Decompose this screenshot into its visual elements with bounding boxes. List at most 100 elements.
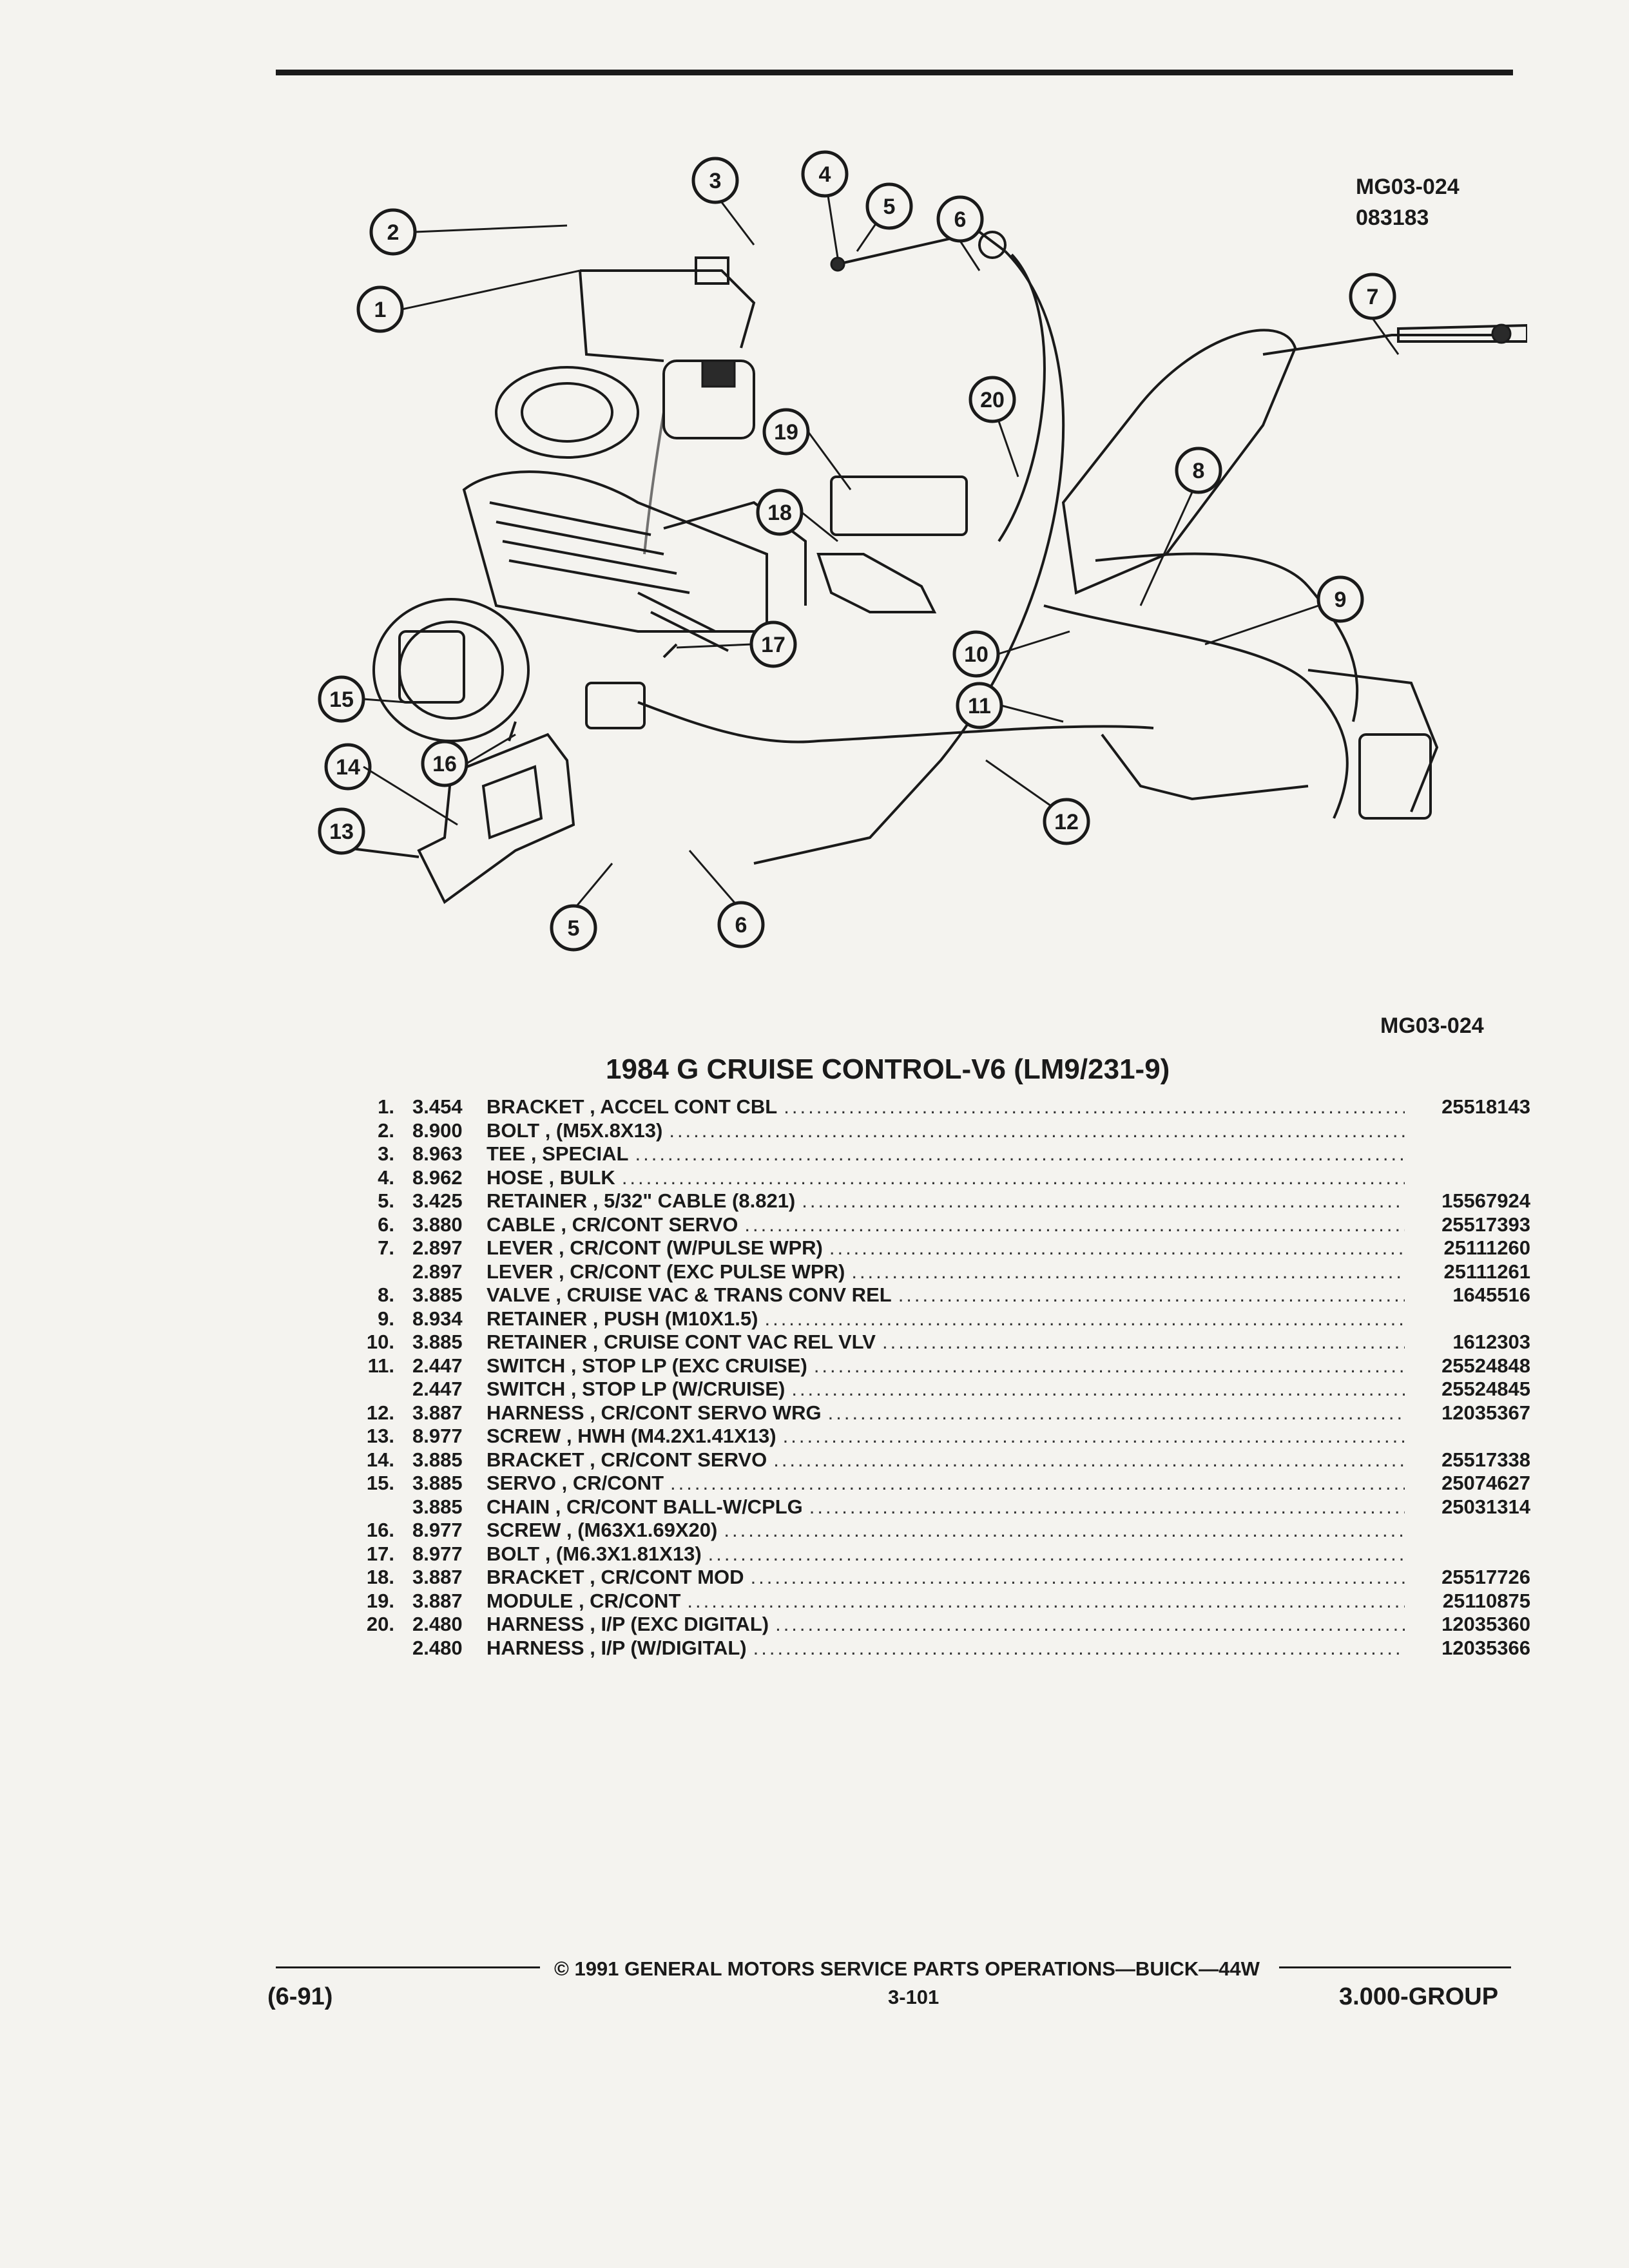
leader-dots bbox=[662, 1119, 1405, 1142]
svg-text:7: 7 bbox=[1367, 285, 1379, 309]
part-catalog-number: 25111261 bbox=[1443, 1260, 1530, 1283]
callout-12: 12 bbox=[1043, 798, 1090, 845]
part-sep: , bbox=[573, 1589, 590, 1612]
group-code: 2.447 bbox=[412, 1378, 463, 1400]
part-sep: , bbox=[553, 1260, 570, 1283]
group-code: 2.480 bbox=[412, 1636, 463, 1659]
part-desc: STOP LP (W/CRUISE) bbox=[582, 1378, 786, 1400]
figure-date-code: 083183 bbox=[1356, 206, 1429, 230]
part-description: BRACKET , CR/CONT SERVO bbox=[487, 1448, 1405, 1472]
footer-rule-left bbox=[276, 1966, 540, 1968]
group-code: 8.962 bbox=[412, 1166, 463, 1189]
svg-text:16: 16 bbox=[432, 752, 457, 776]
group-code: 2.897 bbox=[412, 1260, 463, 1283]
part-catalog-number: 25517393 bbox=[1441, 1213, 1530, 1236]
callout-11: 11 bbox=[956, 682, 1003, 729]
part-number-index: 10. bbox=[366, 1331, 394, 1353]
part-description: HARNESS , I/P (EXC DIGITAL) bbox=[487, 1613, 1405, 1636]
part-desc: I/P (W/DIGITAL) bbox=[601, 1636, 747, 1659]
callout-18: 18 bbox=[756, 488, 804, 536]
part-sep: , bbox=[587, 1307, 604, 1330]
part-number-index: 1. bbox=[378, 1095, 394, 1118]
part-number-index: 6. bbox=[378, 1213, 394, 1236]
wiring-harness bbox=[1043, 552, 1439, 820]
servo-bracket bbox=[417, 733, 575, 905]
part-sep: , bbox=[587, 1189, 604, 1212]
part-sep: , bbox=[555, 1472, 573, 1494]
part-sep: , bbox=[539, 1542, 556, 1565]
part-description: BRACKET , CR/CONT MOD bbox=[487, 1566, 1405, 1589]
leader-dots bbox=[744, 1566, 1405, 1589]
callout-15: 15 bbox=[318, 675, 365, 723]
callout-19: 19 bbox=[762, 408, 810, 456]
callout-7: 7 bbox=[1349, 273, 1396, 320]
part-desc: CR/CONT SERVO bbox=[572, 1213, 738, 1236]
group-code: 8.977 bbox=[412, 1542, 463, 1565]
part-desc: CR/CONT MOD bbox=[601, 1566, 744, 1588]
part-desc: CR/CONT bbox=[590, 1589, 681, 1612]
part-name: HOSE bbox=[487, 1166, 543, 1189]
footer-revision-date: (6-91) bbox=[267, 1983, 333, 2010]
callout-20: 20 bbox=[969, 376, 1016, 423]
servo-wiring-harness bbox=[637, 701, 1154, 744]
part-catalog-number: 25517726 bbox=[1441, 1566, 1530, 1588]
leader-dots bbox=[615, 1166, 1405, 1189]
part-description: BOLT , (M6.3X1.81X13) bbox=[487, 1542, 1405, 1566]
group-code: 8.977 bbox=[412, 1425, 463, 1447]
part-number-index: 12. bbox=[366, 1401, 394, 1424]
leader-dots bbox=[785, 1378, 1405, 1401]
svg-text:12: 12 bbox=[1054, 810, 1079, 834]
part-name: SWITCH bbox=[487, 1354, 566, 1377]
part-name: LEVER bbox=[487, 1236, 554, 1259]
leader-dots bbox=[845, 1260, 1405, 1283]
part-name: SERVO bbox=[487, 1472, 556, 1494]
callout-6: 6 bbox=[936, 195, 984, 243]
part-name: TEE bbox=[487, 1142, 526, 1165]
part-catalog-number: 25110875 bbox=[1442, 1589, 1530, 1612]
group-code: 3.887 bbox=[412, 1401, 463, 1424]
figure-code-bottom: MG03-024 bbox=[1380, 1014, 1484, 1038]
callout-17: 17 bbox=[749, 620, 797, 668]
part-sep: , bbox=[587, 1331, 604, 1353]
part-sep: , bbox=[555, 1213, 572, 1236]
group-code: 3.887 bbox=[412, 1566, 463, 1588]
leader-dots bbox=[777, 1095, 1405, 1119]
part-description: SWITCH , STOP LP (W/CRUISE) bbox=[487, 1378, 1405, 1401]
part-catalog-number: 1645516 bbox=[1452, 1283, 1530, 1306]
part-name: BRACKET bbox=[487, 1095, 584, 1118]
part-name: BOLT bbox=[487, 1542, 540, 1565]
part-name: BRACKET bbox=[487, 1566, 584, 1588]
part-number-index: 16. bbox=[366, 1519, 394, 1541]
leader-dots bbox=[776, 1425, 1405, 1448]
leader-dots bbox=[747, 1637, 1405, 1660]
part-description: RETAINER , PUSH (M10X1.5) bbox=[487, 1307, 1405, 1331]
part-description: HOSE , BULK bbox=[487, 1166, 1405, 1189]
group-code: 3.885 bbox=[412, 1283, 463, 1306]
part-sep: , bbox=[525, 1142, 543, 1165]
leader-dots bbox=[738, 1213, 1405, 1236]
part-number-index: 18. bbox=[366, 1566, 394, 1588]
part-description: TEE , SPECIAL bbox=[487, 1142, 1405, 1166]
part-name: HARNESS bbox=[487, 1613, 584, 1635]
engine-illustration bbox=[462, 360, 807, 652]
part-number-index: 3. bbox=[378, 1142, 394, 1165]
part-number-index: 15. bbox=[366, 1472, 394, 1494]
page-title: 1984 G CRUISE CONTROL-V6 (LM9/231-9) bbox=[606, 1053, 1170, 1085]
part-sep: , bbox=[584, 1095, 601, 1118]
svg-text:15: 15 bbox=[329, 687, 354, 712]
svg-text:11: 11 bbox=[968, 694, 991, 718]
page-number: 3-101 bbox=[888, 1986, 940, 2008]
leader-dots bbox=[664, 1472, 1405, 1495]
callout-2: 2 bbox=[369, 208, 417, 256]
part-number-index: 11. bbox=[367, 1354, 394, 1377]
part-name: RETAINER bbox=[487, 1331, 588, 1353]
part-description: HARNESS , CR/CONT SERVO WRG bbox=[487, 1401, 1405, 1425]
